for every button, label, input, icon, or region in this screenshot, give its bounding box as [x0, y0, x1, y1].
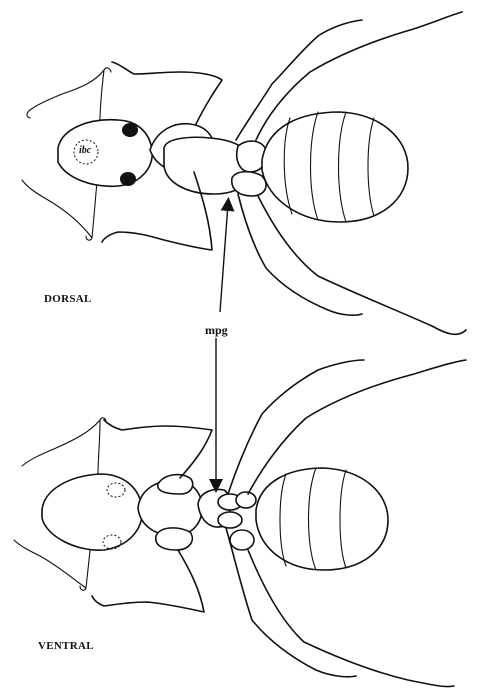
dorsal-petiole: [232, 172, 266, 196]
ventral-coxa-front-upper: [158, 475, 193, 494]
ventral-head: [42, 474, 142, 550]
ventral-leg-hind-upper: [248, 360, 466, 494]
dorsal-head: [58, 120, 152, 187]
ventral-leg-front-lower: [92, 550, 204, 612]
ventral-coxa-front-lower: [156, 528, 193, 550]
dorsal-eye-upper: [122, 123, 138, 137]
dorsal-ant: [22, 12, 466, 334]
ventral-leg-front-upper: [104, 420, 212, 478]
ventral-coxa-hind-upper: [236, 492, 256, 508]
ventral-antenna-upper: [22, 418, 106, 474]
dorsal-eye-lower: [120, 172, 136, 186]
mpg-label: mpg: [205, 323, 228, 338]
dorsal-leg-front-upper: [112, 62, 222, 124]
ventral-label: VENTRAL: [38, 640, 94, 652]
ventral-ant: [14, 360, 466, 687]
dorsal-label: DORSAL: [44, 293, 92, 305]
ibc-label: ibc: [79, 145, 91, 156]
ventral-coxa-hind-lower: [230, 530, 254, 550]
ventral-coxa-mid-lower: [218, 512, 242, 528]
ventral-leg-hind-lower: [248, 550, 454, 687]
ventral-gaster: [256, 468, 388, 570]
mpg-pointer-dorsal: [220, 204, 228, 312]
